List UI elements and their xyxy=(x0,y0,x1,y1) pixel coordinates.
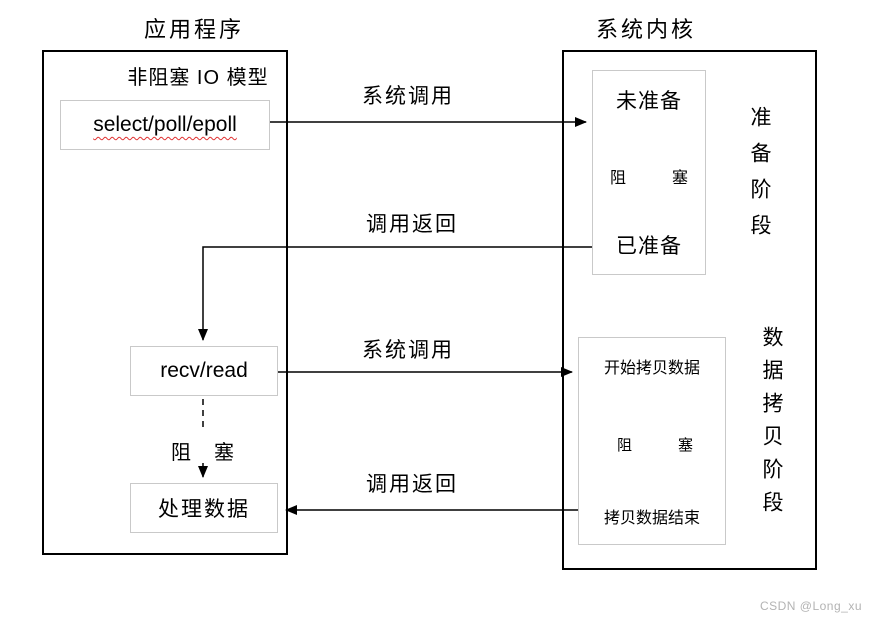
syscall-label-bottom: 系统调用 xyxy=(348,334,468,364)
app-blocking-label-right: 塞 xyxy=(214,436,234,465)
return-label-bottom: 调用返回 xyxy=(352,468,472,498)
app-title: 应用程序 xyxy=(143,17,244,42)
process-data-label: 处理数据 xyxy=(158,498,250,521)
copy-start-label: 开始拷贝数据 xyxy=(603,360,700,377)
prepare-stage-label: 准备阶段 xyxy=(748,106,771,250)
copy-stage-box: 开始拷贝数据 阻 塞 拷贝数据结束 xyxy=(578,337,726,545)
copy-stage-label: 数据拷贝阶段 xyxy=(760,326,783,524)
kernel-title: 系统内核 xyxy=(595,17,696,42)
ready-label: 已准备 xyxy=(616,235,682,258)
syscall-label-top: 系统调用 xyxy=(348,80,468,110)
recv-read-box: recv/read xyxy=(130,346,278,396)
app-blocking-label-left: 阻 xyxy=(171,436,191,465)
io-model-label: 非阻塞 IO 模型 xyxy=(127,67,269,89)
copy-finish-label: 拷贝数据结束 xyxy=(603,510,700,527)
not-ready-label: 未准备 xyxy=(616,90,682,113)
return-label-top: 调用返回 xyxy=(352,208,472,238)
prepare-blocking-label-left: 阻 xyxy=(610,164,627,188)
copy-blocking-label-right: 塞 xyxy=(677,434,693,455)
process-data-box: 处理数据 xyxy=(130,483,278,533)
prepare-stage-box: 未准备 阻 塞 已准备 xyxy=(592,70,706,275)
kernel-panel-box xyxy=(562,50,817,570)
select-poll-epoll-label: select/poll/epoll xyxy=(93,113,237,136)
watermark: CSDN @Long_xu xyxy=(759,599,862,613)
copy-blocking-label-left: 阻 xyxy=(617,434,633,455)
select-poll-epoll-box: select/poll/epoll xyxy=(60,100,270,150)
prepare-blocking-label-right: 塞 xyxy=(671,164,688,188)
recv-read-label: recv/read xyxy=(160,359,248,382)
app-panel-box xyxy=(42,50,288,555)
